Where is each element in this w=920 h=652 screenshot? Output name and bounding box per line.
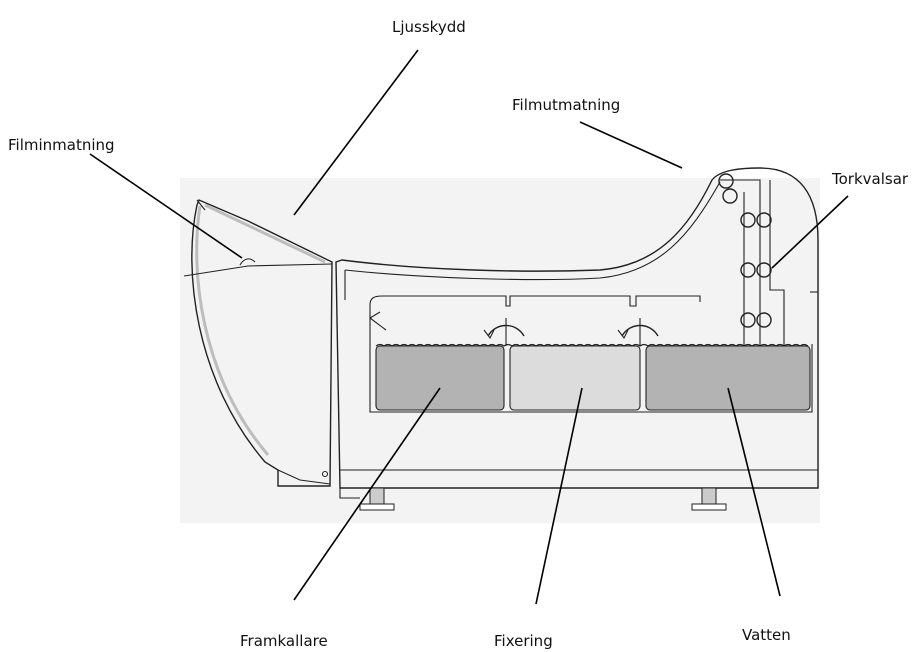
crossover-rollers <box>483 318 659 346</box>
label-filminmatning: Filminmatning <box>8 136 115 154</box>
leader-filmutmatning <box>579 121 683 169</box>
label-framkallare: Framkallare <box>240 632 328 650</box>
leader-vatten <box>727 387 781 597</box>
label-fixering: Fixering <box>494 632 553 650</box>
light-shield-lid <box>183 199 333 487</box>
processor-body <box>335 167 819 489</box>
left-foot <box>339 487 395 511</box>
leader-torkvalsar <box>771 195 849 269</box>
label-ljusskydd: Ljusskydd <box>392 18 466 36</box>
developer-tank <box>375 345 505 411</box>
drying-roller-stack <box>718 173 785 346</box>
leader-fixering <box>535 387 583 605</box>
leader-framkallare <box>293 387 441 601</box>
water-tank <box>645 345 811 411</box>
label-torkvalsar: Torkvalsar <box>831 170 909 188</box>
fixer-tank <box>509 345 641 411</box>
label-vatten: Vatten <box>742 626 791 644</box>
liquid-surface <box>375 343 809 347</box>
leader-ljusskydd <box>293 49 419 216</box>
right-foot <box>691 487 727 511</box>
label-filmutmatning: Filmutmatning <box>512 96 620 114</box>
leader-filminmatning <box>89 153 243 259</box>
